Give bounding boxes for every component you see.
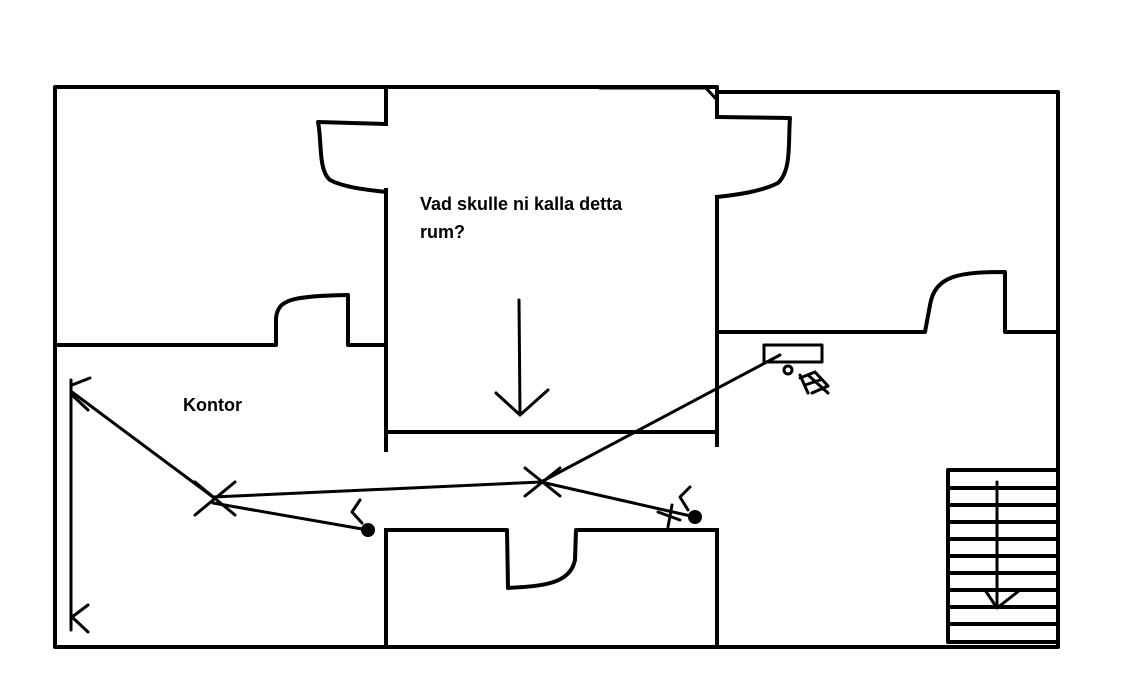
outlet-k-icon bbox=[70, 376, 92, 412]
wall-left-room-divider bbox=[53, 293, 388, 347]
question-text-line1: Vad skulle ni kalla detta bbox=[420, 194, 623, 214]
lamp-x-icon bbox=[523, 466, 562, 498]
room-label-office: Kontor bbox=[183, 395, 242, 415]
multi-outlet-icon bbox=[782, 364, 830, 395]
question-text-line2: rum? bbox=[420, 222, 465, 242]
outer-wall bbox=[53, 85, 1060, 649]
corridor-wall-bottom bbox=[384, 528, 719, 590]
closet-curve-left bbox=[316, 120, 389, 195]
fixture-box bbox=[762, 343, 824, 364]
lamp-x-icon bbox=[193, 480, 237, 517]
outlet-k-icon bbox=[70, 603, 90, 634]
closet-curve-right bbox=[714, 114, 792, 200]
wall-top-notch bbox=[598, 86, 719, 102]
staircase bbox=[946, 468, 1060, 644]
wiring bbox=[69, 353, 782, 632]
wall-right-room-divider bbox=[715, 270, 1060, 334]
stairs-down-arrow-icon bbox=[983, 480, 1022, 610]
switch-icon bbox=[656, 485, 702, 529]
switch-icon bbox=[350, 498, 375, 537]
down-arrow-icon bbox=[494, 298, 550, 417]
